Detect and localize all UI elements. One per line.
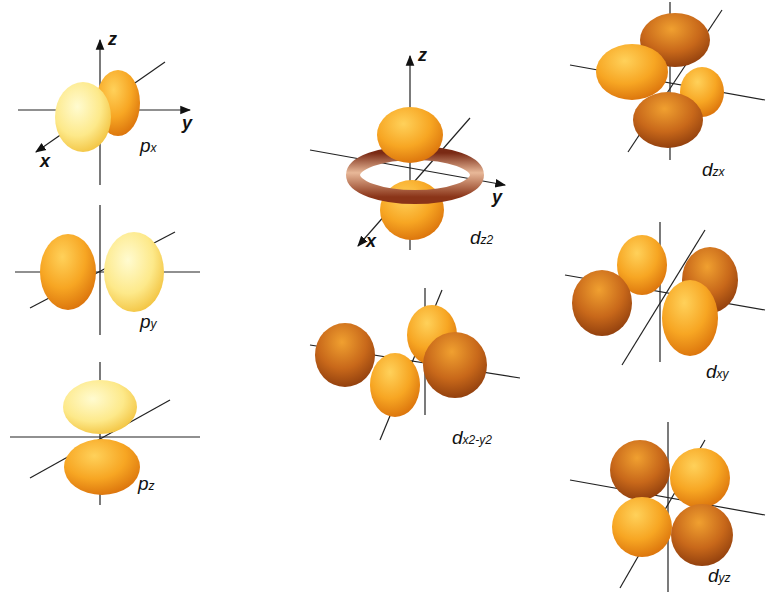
axis-label: y (492, 188, 502, 206)
orbital-label: dx2-y2 (452, 428, 492, 447)
orbital-label: py (140, 312, 157, 331)
orbital-label: dz2 (470, 228, 493, 247)
orbital-label: dyz (708, 566, 731, 585)
axes (10, 2, 765, 592)
axis-label: z (108, 30, 117, 48)
orbital-lobes (40, 13, 738, 566)
axis-label: z (418, 46, 427, 64)
axis-label: y (182, 114, 192, 132)
axis-label: x (366, 232, 376, 250)
orbital-label: pz (138, 474, 155, 493)
orbital-label: dzx (702, 160, 725, 179)
orbital-label: dxy (706, 362, 729, 381)
orbital-label: px (140, 136, 157, 155)
axis-label: x (40, 152, 50, 170)
